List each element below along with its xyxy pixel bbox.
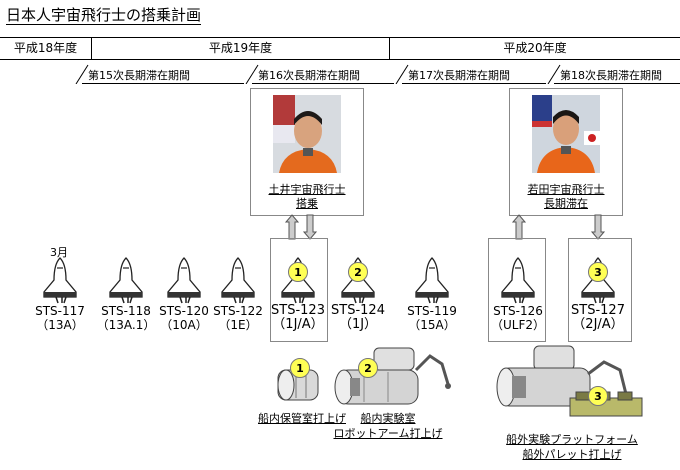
flight-sts123-box — [270, 238, 328, 342]
flight-code: STS-119 — [407, 304, 457, 318]
astronaut-doi-card: 土井宇宙飛行士 搭乗 — [250, 88, 364, 216]
module-1-badge: 1 — [290, 358, 310, 378]
period-18-label: 第18次長期滞在期間 — [560, 69, 662, 82]
astronaut-wakata-photo — [532, 95, 600, 173]
flight-label: STS-119（15A） — [397, 304, 467, 332]
module-1-caption: 船内保管室打上げ — [258, 412, 346, 425]
flight-label: STS-118（13A.1） — [91, 304, 161, 332]
astronaut-wakata-caption-2: 長期滞在 — [544, 197, 588, 210]
flight-assembly: （13A） — [36, 318, 84, 332]
flight-sts126-box — [488, 238, 546, 342]
shuttle-icon — [43, 257, 77, 304]
astronaut-doi-caption-2: 搭乗 — [296, 197, 318, 210]
fiscal-year-h18: 平成18年度 — [0, 38, 92, 59]
fiscal-year-h19: 平成19年度 — [92, 38, 390, 59]
flight-label: STS-124（1J） — [323, 304, 393, 332]
shuttle-icon — [415, 257, 449, 304]
astronaut-wakata-card: 若田宇宙飛行士 長期滞在 — [509, 88, 623, 216]
arrow-up-wakata — [511, 214, 527, 240]
flight-assembly: （1J/A） — [272, 317, 324, 332]
fiscal-year-h20: 平成20年度 — [503, 41, 567, 55]
flight-code: STS-117 — [35, 304, 85, 318]
flight-code: STS-118 — [101, 304, 151, 318]
astronaut-doi-photo — [273, 95, 341, 173]
period-15-label: 第15次長期滞在期間 — [88, 69, 190, 82]
flight-code: STS-120 — [159, 304, 209, 318]
period-16-label: 第16次長期滞在期間 — [258, 69, 360, 82]
module-3-badge: 3 — [588, 386, 608, 406]
module-3-caption-1: 船外実験プラットフォーム — [506, 433, 638, 446]
flight-code: STS-127 — [571, 303, 625, 318]
flight-label: STS-120（10A） — [149, 304, 219, 332]
shuttle-icon — [167, 257, 201, 304]
fiscal-year-row: 平成18年度 平成19年度 平成20年度 — [0, 37, 680, 60]
flight-assembly: （15A） — [408, 318, 456, 332]
page-title: 日本人宇宙飛行士の搭乗計画 — [6, 6, 202, 25]
period-18: 第18次長期滞在期間 — [546, 64, 680, 84]
shuttle-icon — [109, 257, 143, 304]
flight-sts127-box — [568, 238, 632, 342]
flight-code: STS-123 — [271, 303, 325, 318]
march-label: 3月 — [50, 246, 68, 259]
flight-label: STS-127（2J/A） — [563, 304, 633, 332]
shuttle-icon — [501, 257, 535, 304]
arrow-up-down-doi — [284, 214, 318, 240]
flight-label: STS-126（ULF2） — [483, 304, 553, 332]
pressurized-module-arm-image — [334, 347, 451, 405]
period-15: 第15次長期滞在期間 — [74, 64, 244, 84]
astronaut-doi-caption-1: 土井宇宙飛行士 — [268, 183, 346, 196]
flight-badge: 2 — [348, 262, 368, 282]
flight-label: STS-123（1J/A） — [263, 304, 333, 332]
module-2-badge: 2 — [358, 358, 378, 378]
logistics-module-image — [277, 369, 319, 401]
module-3-caption-2: 船外パレット打上げ — [522, 448, 622, 461]
module-2-caption-1: 船内実験室 — [360, 412, 416, 425]
period-16: 第16次長期滞在期間 — [244, 64, 394, 84]
arrow-down-wakata — [590, 214, 606, 240]
flight-code: STS-126 — [493, 304, 543, 318]
flight-assembly: （13A.1） — [96, 318, 156, 332]
flight-assembly: （ULF2） — [490, 318, 545, 332]
flight-badge: 3 — [588, 262, 608, 282]
flight-assembly: （2J/A） — [572, 317, 624, 332]
flight-label: STS-117（13A） — [25, 304, 95, 332]
flight-badge: 1 — [288, 262, 308, 282]
exposed-facility-image — [496, 345, 643, 417]
flight-label: STS-122（1E） — [203, 304, 273, 332]
period-17-label: 第17次長期滞在期間 — [408, 69, 510, 82]
flight-code: STS-124 — [331, 303, 385, 318]
flight-assembly: （1E） — [218, 318, 258, 332]
period-17: 第17次長期滞在期間 — [394, 64, 546, 84]
flight-assembly: （10A） — [160, 318, 208, 332]
flight-code: STS-122 — [213, 304, 263, 318]
module-2-caption-2: ロボットアーム打上げ — [333, 427, 443, 440]
flight-assembly: （1J） — [338, 317, 378, 332]
shuttle-icon — [221, 257, 255, 304]
astronaut-wakata-caption-1: 若田宇宙飛行士 — [527, 183, 605, 196]
